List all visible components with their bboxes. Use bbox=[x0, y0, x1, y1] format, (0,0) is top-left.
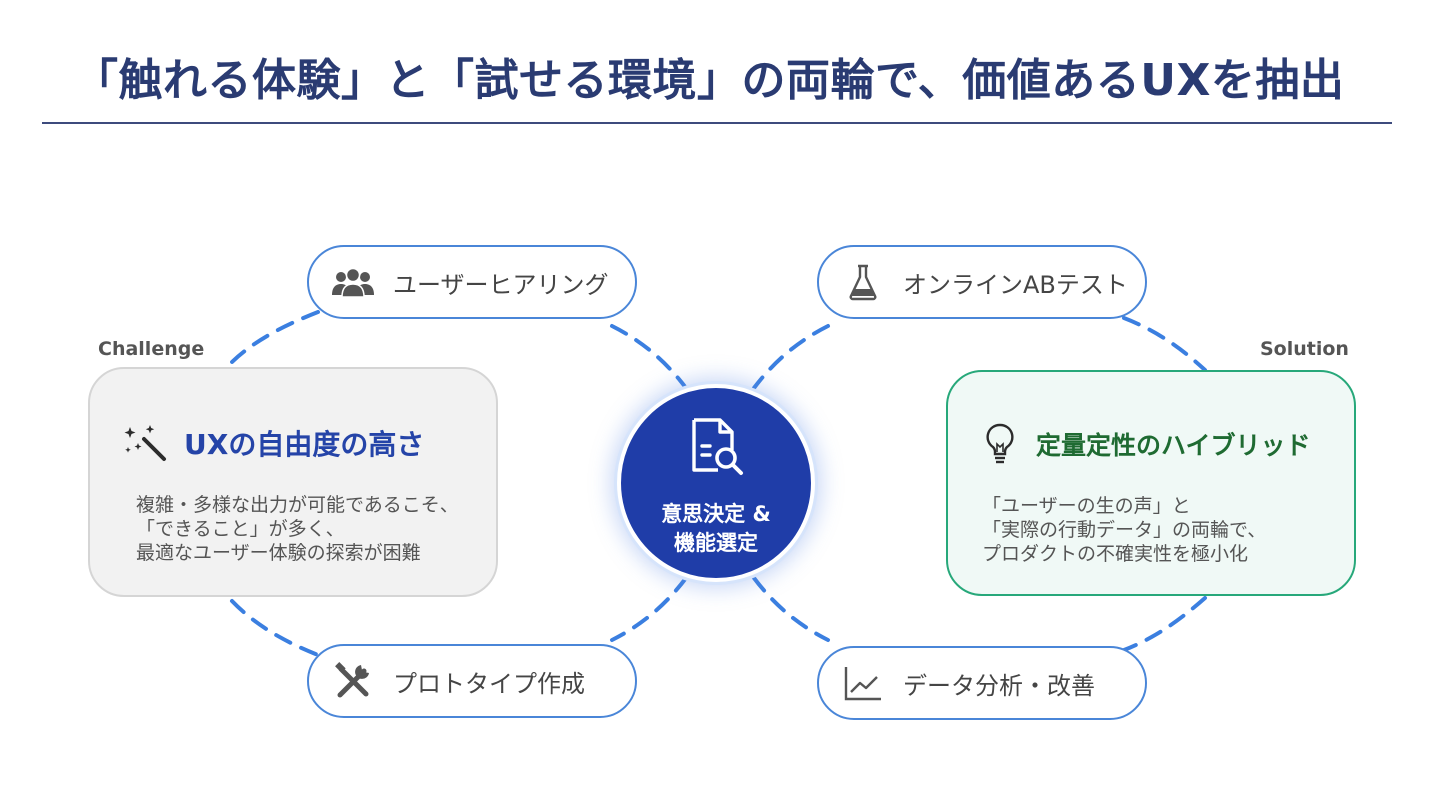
solution-tag: Solution bbox=[1260, 338, 1349, 360]
solution-title: 定量定性のハイブリッド bbox=[1036, 431, 1311, 460]
connector-abtest-to-solution bbox=[1122, 316, 1207, 372]
step-user-hearing: ユーザーヒアリング bbox=[307, 245, 637, 319]
document-search-icon bbox=[688, 416, 748, 478]
users-icon bbox=[331, 260, 375, 304]
solution-card: 定量定性のハイブリッド 「ユーザーの生の声」と 「実際の行動データ」の両輪で、 … bbox=[946, 370, 1356, 596]
challenge-tag: Challenge bbox=[98, 338, 205, 360]
center-label: 意思決定 & 機能選定 bbox=[661, 502, 771, 555]
connector-center-to-prototype bbox=[610, 576, 688, 642]
connector-hearing-to-challenge bbox=[230, 310, 320, 364]
step-ab-test: オンラインABテスト bbox=[817, 245, 1147, 319]
challenge-card: UXの自由度の高さ 複雑・多様な出力が可能であるこそ、 「できること」が多く、 … bbox=[88, 367, 498, 597]
challenge-title: UXの自由度の高さ bbox=[184, 428, 425, 461]
step-label: プロトタイプ作成 bbox=[393, 669, 585, 698]
solution-body: 「ユーザーの生の声」と 「実際の行動データ」の両輪で、 プロダクトの不確実性を極… bbox=[982, 495, 1267, 565]
flask-icon bbox=[841, 260, 885, 304]
step-analysis: データ分析・改善 bbox=[817, 646, 1147, 720]
line-chart-icon bbox=[841, 661, 885, 705]
connector-solution-to-analysis bbox=[1122, 596, 1207, 652]
center-decision-node: 意思決定 & 機能選定 bbox=[617, 384, 815, 582]
lightbulb-icon bbox=[984, 422, 1016, 466]
title-divider bbox=[42, 122, 1392, 124]
connector-challenge-to-prototype bbox=[230, 599, 320, 657]
connector-center-to-analysis bbox=[752, 576, 830, 642]
challenge-body: 複雑・多様な出力が可能であるこそ、 「できること」が多く、 最適なユーザー体験の… bbox=[136, 494, 459, 564]
step-label: データ分析・改善 bbox=[903, 671, 1095, 700]
tools-icon bbox=[331, 659, 375, 703]
connector-abtest-to-center bbox=[752, 324, 830, 390]
step-label: ユーザーヒアリング bbox=[393, 270, 609, 299]
step-prototype: プロトタイプ作成 bbox=[307, 644, 637, 718]
step-label: オンラインABテスト bbox=[903, 270, 1128, 299]
magic-wand-icon bbox=[122, 423, 168, 463]
connector-hearing-to-center bbox=[610, 324, 688, 390]
page-title: 「触れる体験」と「試せる環境」の両輪で、価値あるUXを抽出 bbox=[74, 55, 1345, 106]
